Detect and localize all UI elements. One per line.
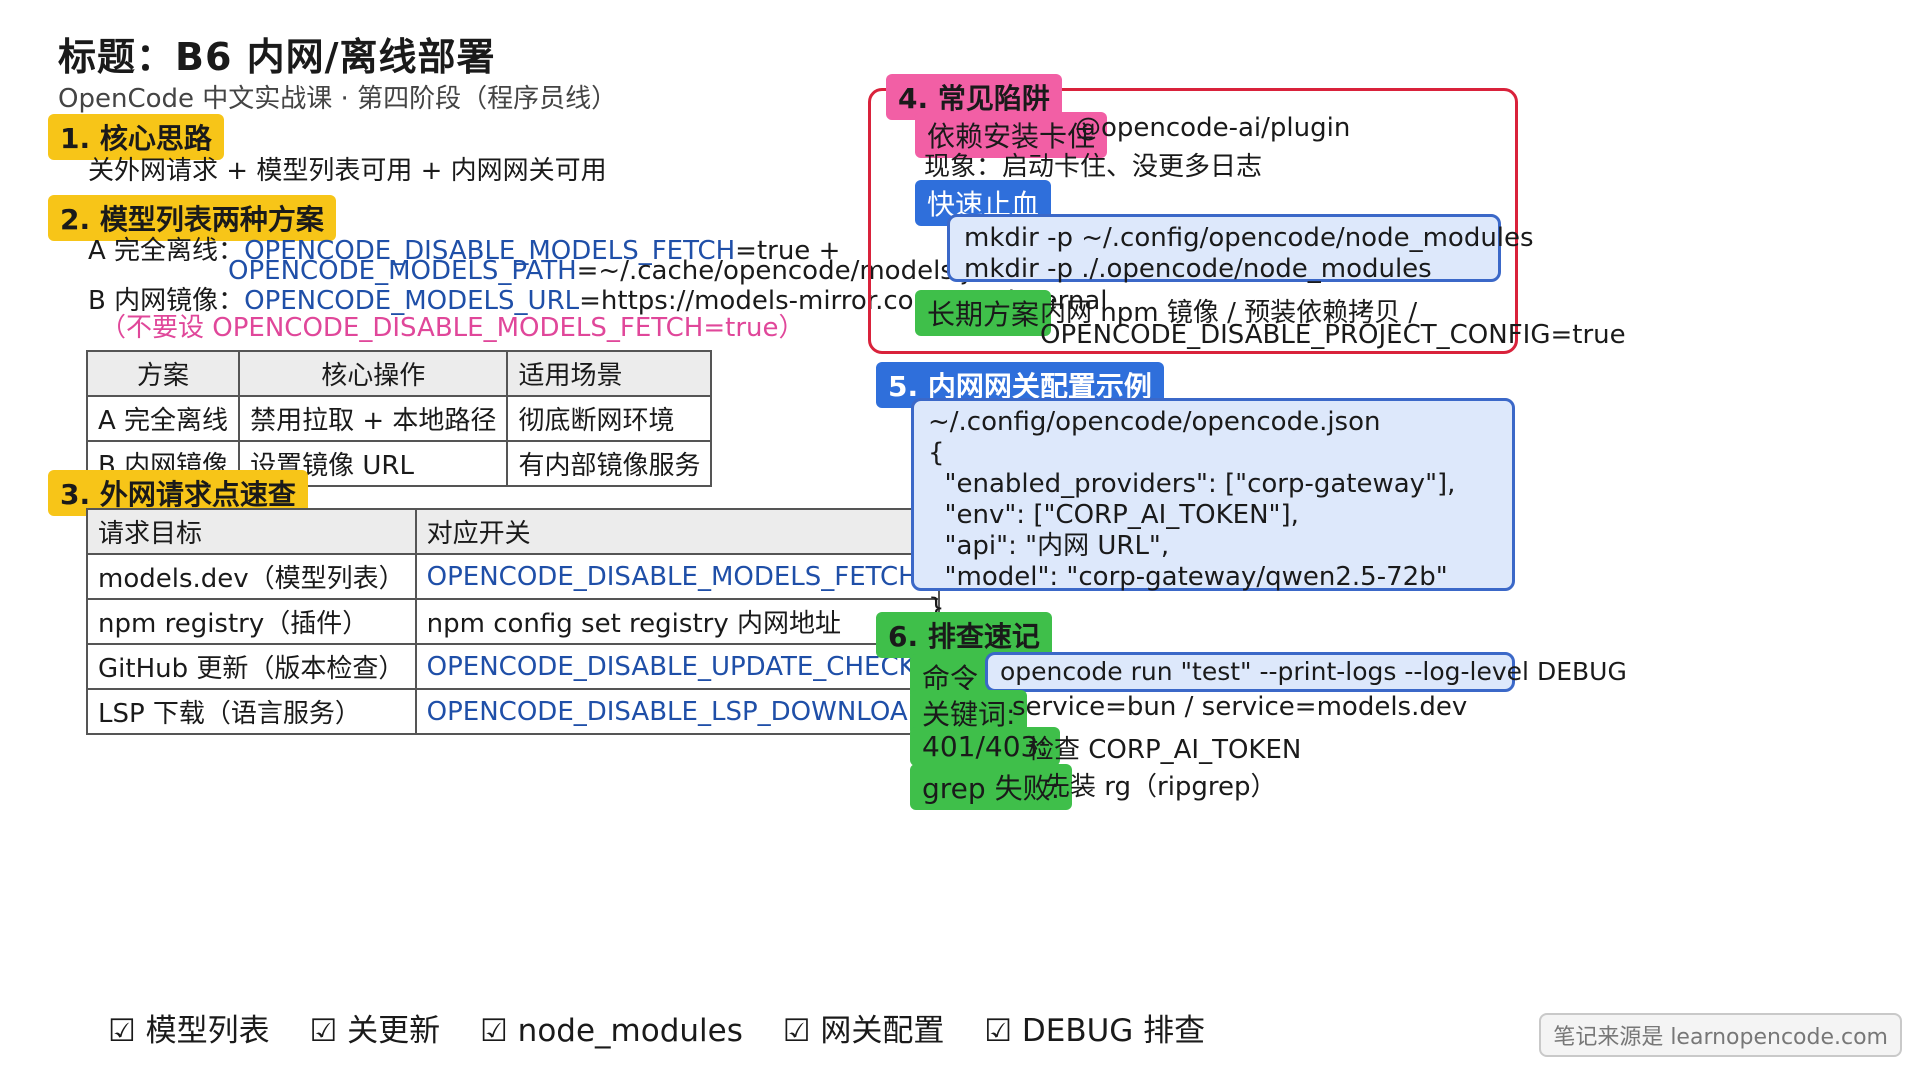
table-row: A 完全离线 禁用拉取 + 本地路径 彻底断网环境 [85, 395, 713, 442]
code-line: "api": "内网 URL", [928, 531, 1170, 561]
quick-fix-code: mkdir -p ~/.config/opencode/node_modules… [947, 214, 1534, 284]
grep-text: 先装 rg（ripgrep） [1044, 772, 1277, 802]
code-line: { [928, 438, 945, 468]
plan-a-var2: OPENCODE_MODELS_PATH [228, 256, 577, 286]
table-header: 方案 [85, 350, 241, 397]
section1-text: 关外网请求 + 模型列表可用 + 内网网关可用 [88, 156, 607, 186]
table-cell: OPENCODE_DISABLE_UPDATE_CHECK [414, 643, 940, 690]
checklist-item: ☑ DEBUG 排查 [984, 1013, 1206, 1049]
long-term-tag: 长期方案 [915, 290, 1052, 336]
keyword-text: service=bun / service=models.dev [1012, 692, 1468, 722]
code-line: ~/.config/opencode/opencode.json [928, 407, 1381, 437]
table-cell: OPENCODE_DISABLE_LSP_DOWNLOAD [414, 688, 940, 735]
code-line: "enabled_providers": ["corp-gateway"], [928, 469, 1456, 499]
page-title: 标题：B6 内网/离线部署 [58, 35, 496, 79]
table-row: B 内网镜像 设置镜像 URL 有内部镜像服务 [85, 440, 713, 487]
table-header-row: 方案 核心操作 适用场景 [85, 350, 713, 397]
request-table: 请求目标 对应开关 models.dev（模型列表） OPENCODE_DISA… [86, 508, 940, 735]
plan-a-val1: =true + [735, 236, 841, 266]
plan-b-note: （不要设 OPENCODE_DISABLE_MODELS_FETCH=true） [100, 313, 805, 343]
code-line: mkdir -p ./.opencode/node_modules [964, 254, 1432, 284]
long-term-text1: 内网 npm 镜像 / 预装依赖拷贝 / [1040, 298, 1418, 328]
table-header: 对应开关 [414, 508, 940, 555]
table-row: npm registry（插件） npm config set registry… [86, 598, 940, 645]
table-cell: npm config set registry 内网地址 [414, 598, 940, 645]
table-cell: GitHub 更新（版本检查） [86, 643, 417, 690]
trap-symptom: 现象：启动卡住、没更多日志 [924, 152, 1263, 182]
plan-b-label: B 内网镜像： [88, 286, 245, 316]
plan-a-label: A 完全离线： [88, 236, 245, 266]
table-cell: 禁用拉取 + 本地路径 [238, 395, 509, 442]
debug-command: opencode run "test" --print-logs --log-l… [985, 652, 1627, 692]
table-row: models.dev（模型列表） OPENCODE_DISABLE_MODELS… [86, 553, 940, 600]
plan-a-var1: OPENCODE_DISABLE_MODELS_FETCH [244, 236, 736, 266]
table-cell: OPENCODE_DISABLE_MODELS_FETCH [414, 553, 940, 600]
code-line: mkdir -p ~/.config/opencode/node_modules [964, 223, 1534, 253]
plan-a-line2: OPENCODE_MODELS_PATH=~/.cache/opencode/m… [228, 256, 1015, 286]
traps-box [868, 88, 1518, 354]
section2-heading: 2. 模型列表两种方案 [48, 195, 336, 241]
table-header: 请求目标 [86, 508, 417, 555]
auth-error-text: 检查 CORP_AI_TOKEN [1028, 735, 1302, 765]
table-row: GitHub 更新（版本检查） OPENCODE_DISABLE_UPDATE_… [86, 643, 940, 690]
checklist-item: ☑ 网关配置 [782, 1013, 945, 1049]
section1-heading: 1. 核心思路 [48, 114, 224, 160]
code-line: "model": "corp-gateway/qwen2.5-72b" [928, 562, 1448, 592]
table-header: 适用场景 [506, 350, 713, 397]
plan-table: 方案 核心操作 适用场景 A 完全离线 禁用拉取 + 本地路径 彻底断网环境 B… [85, 350, 713, 487]
table-cell: A 完全离线 [85, 395, 241, 442]
table-cell: models.dev（模型列表） [86, 553, 417, 600]
source-badge: 笔记来源是 learnopencode.com [1539, 1013, 1902, 1057]
table-cell: npm registry（插件） [86, 598, 417, 645]
table-header: 核心操作 [238, 350, 509, 397]
checklist-item: ☑ 模型列表 [108, 1013, 270, 1049]
plan-a-line1: A 完全离线：OPENCODE_DISABLE_MODELS_FETCH=tru… [88, 230, 840, 267]
section6-heading: 6. 排查速记 [876, 612, 1052, 658]
table-row: LSP 下载（语言服务） OPENCODE_DISABLE_LSP_DOWNLO… [86, 688, 940, 735]
plan-b-var: OPENCODE_MODELS_URL [244, 286, 580, 316]
checklist-item: ☑ node_modules [480, 1013, 743, 1049]
trap-tag: 依赖安装卡住 [915, 112, 1108, 158]
table-cell: 彻底断网环境 [506, 395, 713, 442]
plan-b-line: B 内网镜像：OPENCODE_MODELS_URL=https://model… [88, 280, 1108, 317]
plan-a-val2: =~/.cache/opencode/models.json [576, 256, 1016, 286]
table-cell: LSP 下载（语言服务） [86, 688, 417, 735]
gateway-config-code: ~/.config/opencode/opencode.json{ "enabl… [911, 398, 1515, 623]
page-subtitle: OpenCode 中文实战课 · 第四阶段（程序员线） [58, 84, 618, 114]
trap-package: @opencode-ai/plugin [1075, 113, 1351, 143]
auth-error-tag: 401/403: [910, 727, 1060, 766]
table-cell: 有内部镜像服务 [506, 440, 713, 487]
footer-checklist: ☑ 模型列表 ☑ 关更新 ☑ node_modules ☑ 网关配置 ☑ DEB… [108, 1005, 1235, 1050]
code-line: "env": ["CORP_AI_TOKEN"], [928, 500, 1299, 530]
long-term-text2: OPENCODE_DISABLE_PROJECT_CONFIG=true [1040, 320, 1626, 350]
checklist-item: ☑ 关更新 [309, 1013, 441, 1049]
table-header-row: 请求目标 对应开关 [86, 508, 940, 555]
grep-tag: grep 失败: [910, 764, 1073, 810]
